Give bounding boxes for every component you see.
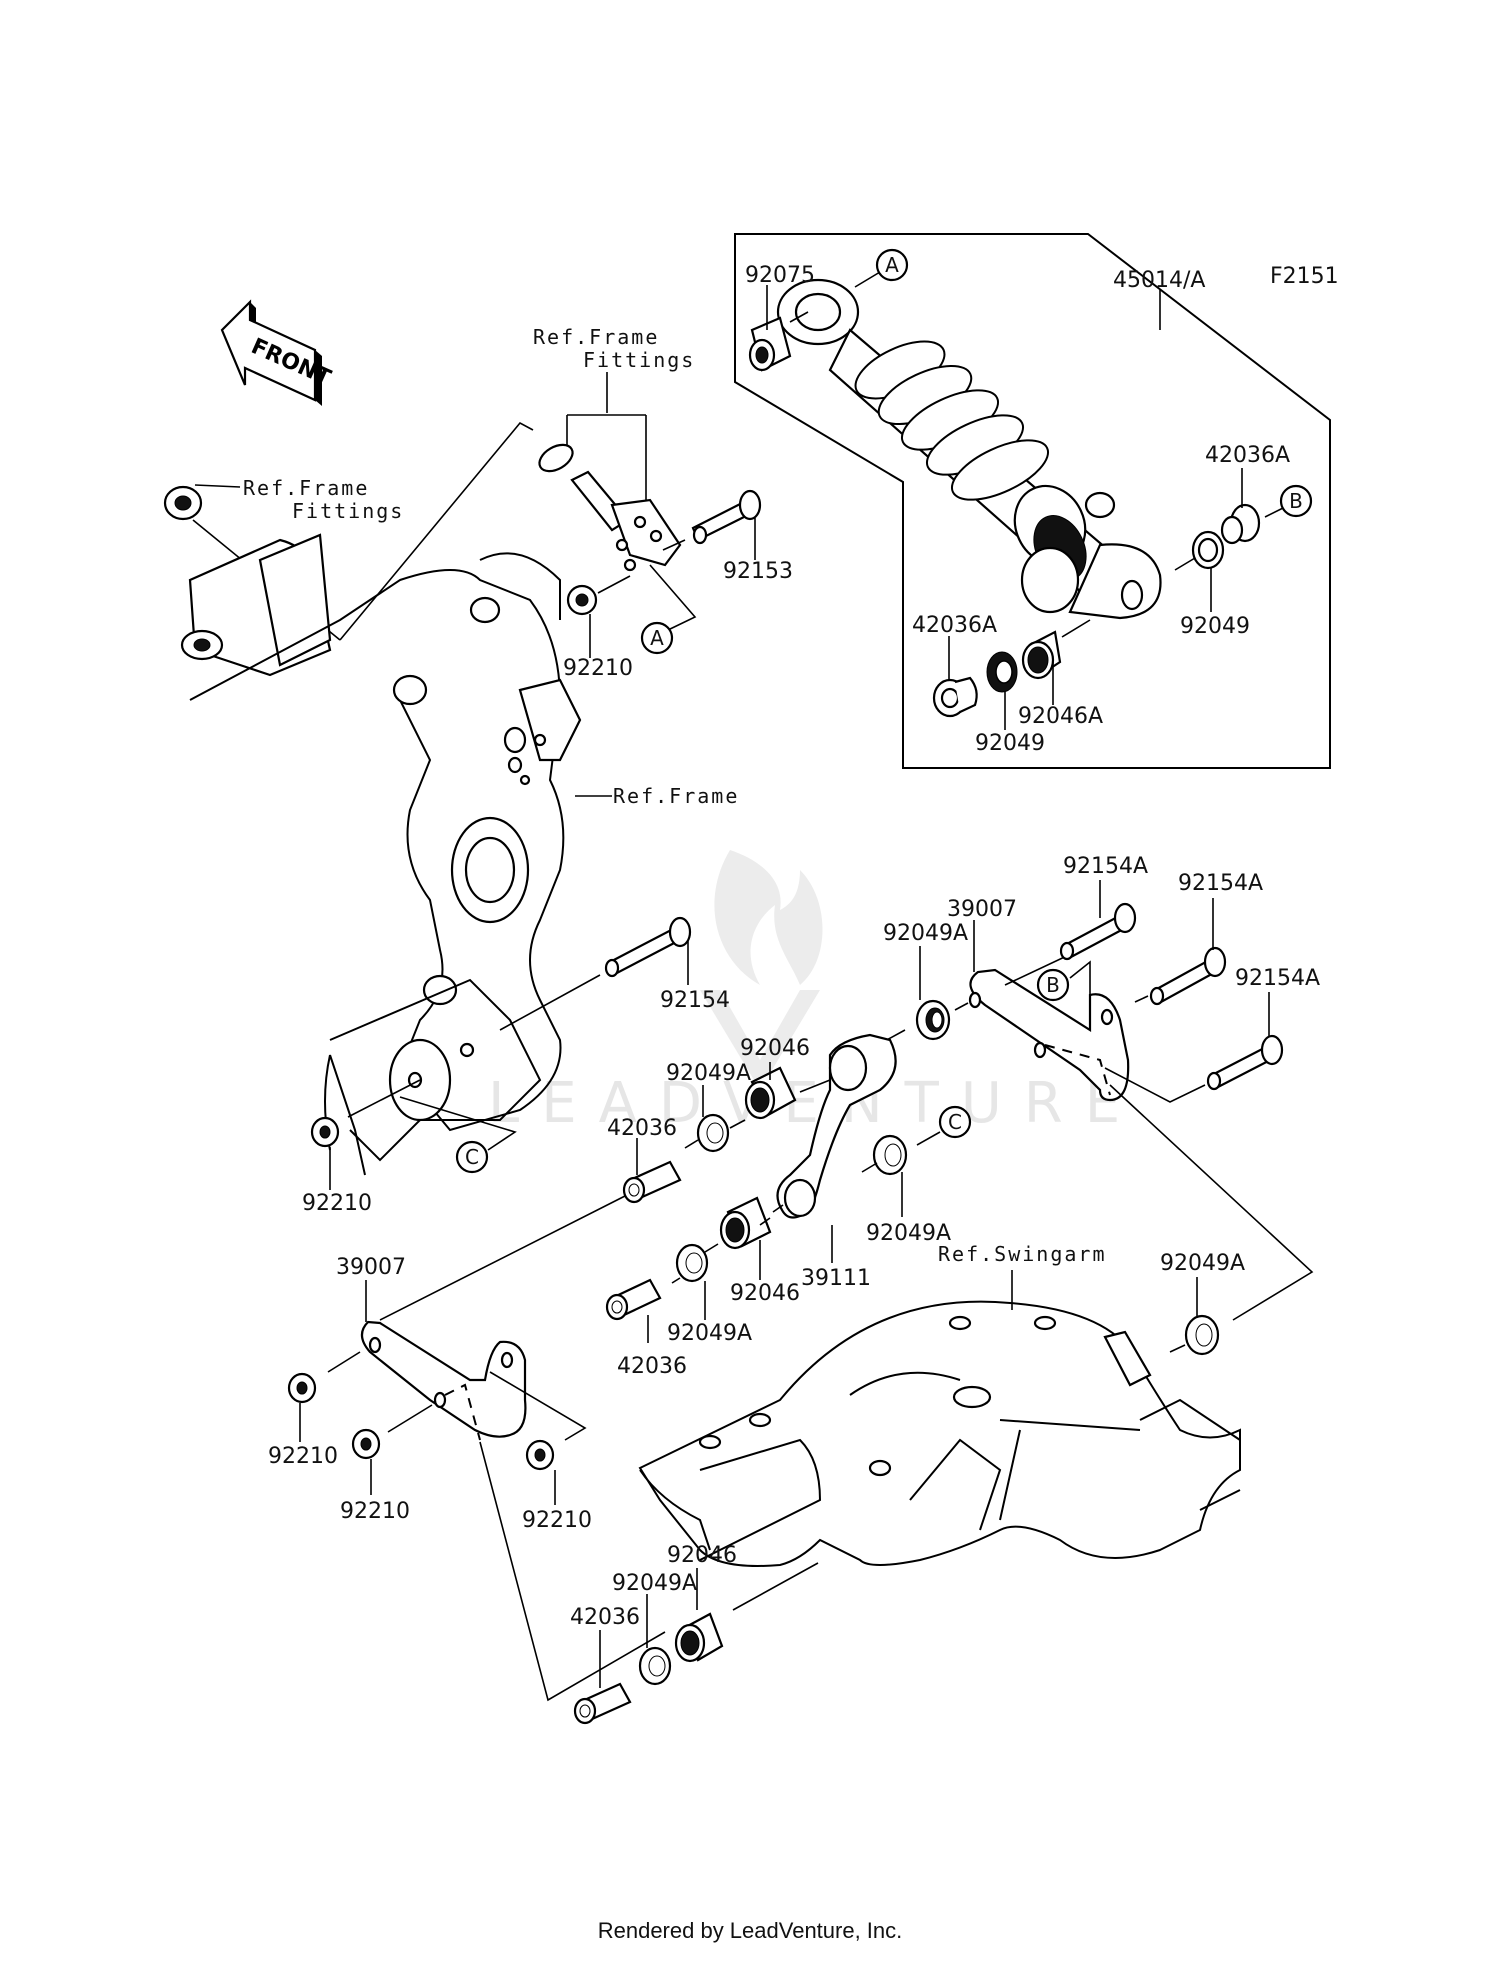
part-92210-nut-top[interactable] (566, 584, 598, 616)
part-label-42036A-left[interactable]: 42036A (912, 613, 997, 638)
part-label-92046-lower[interactable]: 92046 (730, 1281, 800, 1306)
part-label-39007-left[interactable]: 39007 (336, 1255, 406, 1280)
part-label-92049A-1[interactable]: 92049A (883, 921, 968, 946)
ref-frame-drawing (180, 533, 582, 1176)
part-92049-left[interactable] (986, 651, 1018, 693)
part-label-92049-right[interactable]: 92049 (1180, 614, 1250, 639)
shock-absorber[interactable] (776, 278, 1162, 620)
callout-a-shock (875, 248, 909, 282)
part-label-39111[interactable]: 39111 (801, 1266, 871, 1291)
figure-code: F2151 (1270, 264, 1339, 289)
watermark: LEADVENTURE (488, 850, 1142, 1136)
ref-swingarm-label: Ref.Swingarm (938, 1242, 1107, 1266)
part-label-92049A-4[interactable]: 92049A (667, 1321, 752, 1346)
part-label-92075[interactable]: 92075 (745, 263, 815, 288)
part-label-92046A[interactable]: 92046A (1018, 704, 1103, 729)
part-92210-nut-b[interactable] (351, 1428, 381, 1460)
part-92046A-bearing[interactable] (1021, 630, 1062, 680)
part-label-92153[interactable]: 92153 (723, 559, 793, 584)
part-label-92210-a[interactable]: 92210 (268, 1444, 338, 1469)
part-92210-nut-c[interactable] (525, 1439, 555, 1471)
part-92154A-bolt-1[interactable] (1059, 902, 1137, 961)
part-92153-bolt[interactable] (691, 489, 762, 545)
part-39111-rocker-arm[interactable] (776, 1033, 897, 1219)
watermark-text: LEADVENTURE (488, 1071, 1142, 1136)
part-92154A-bolt-2[interactable] (1149, 946, 1227, 1006)
ref-frame-fittings-label-1: Ref.Frame (533, 325, 659, 349)
part-label-92210-mid[interactable]: 92210 (302, 1191, 372, 1216)
part-label-92154A-2[interactable]: 92154A (1178, 871, 1263, 896)
part-label-42036A-right[interactable]: 42036A (1205, 443, 1290, 468)
part-label-92049-left[interactable]: 92049 (975, 731, 1045, 756)
part-label-92049A-bottom[interactable]: 92049A (612, 1571, 697, 1596)
part-39007-plate-right[interactable] (968, 968, 1130, 1102)
ref-swingarm-drawing (638, 1300, 1241, 1567)
part-92075-bushing[interactable] (748, 316, 792, 372)
ref-frame-fittings-label-1b: Fittings (583, 348, 695, 372)
part-92049A-seal-2[interactable] (696, 1113, 730, 1153)
part-42036-collar-upper[interactable] (622, 1160, 682, 1204)
part-label-92046-bottom[interactable]: 92046 (667, 1543, 737, 1568)
shock-inset-border (734, 233, 1331, 769)
footer-credit: Rendered by LeadVenture, Inc. (597, 1918, 903, 1943)
part-92154-bolt[interactable] (604, 916, 692, 978)
svg-text:C: C (465, 1145, 479, 1169)
svg-text:B: B (1046, 973, 1060, 997)
callout-c-frame (455, 1140, 489, 1174)
ref-frame-fittings-label-2b: Fittings (292, 499, 404, 523)
ref-frame-fittings-label-2: Ref.Frame (243, 476, 369, 500)
part-42036A-left[interactable] (932, 676, 978, 718)
part-92049A-seal-1[interactable] (915, 999, 951, 1041)
front-arrow-icon: FRONT (220, 299, 334, 406)
part-label-92154A-3[interactable]: 92154A (1235, 966, 1320, 991)
part-label-42036-mid[interactable]: 42036 (617, 1354, 687, 1379)
frame-fitting-nut[interactable] (163, 485, 203, 521)
part-92046-bearing-lower[interactable] (719, 1196, 772, 1250)
part-92049A-seal-3[interactable] (872, 1134, 908, 1176)
part-92049A-seal-4[interactable] (675, 1243, 709, 1283)
part-label-42036-upper[interactable]: 42036 (607, 1116, 677, 1141)
part-label-39007-right[interactable]: 39007 (947, 897, 1017, 922)
callout-c-rocker (938, 1105, 972, 1139)
part-92049A-seal-swingarm[interactable] (1184, 1314, 1220, 1356)
svg-text:B: B (1289, 489, 1303, 513)
part-label-92210-c[interactable]: 92210 (522, 1508, 592, 1533)
part-92046-bearing-bottom[interactable] (674, 1612, 724, 1663)
callout-b-plate (1036, 968, 1070, 1002)
part-92049A-seal-bottom[interactable] (638, 1646, 672, 1686)
part-92210-nut-a[interactable] (287, 1372, 317, 1404)
part-label-92210-b[interactable]: 92210 (340, 1499, 410, 1524)
part-label-92049A-swingarm[interactable]: 92049A (1160, 1251, 1245, 1276)
ref-frame-label: Ref.Frame (613, 784, 739, 808)
part-label-92154A-1[interactable]: 92154A (1063, 854, 1148, 879)
part-label-45014A[interactable]: 45014/A (1113, 268, 1205, 293)
svg-text:A: A (885, 253, 899, 277)
part-92154A-bolt-3[interactable] (1206, 1034, 1284, 1091)
callout-b-shock (1279, 484, 1313, 518)
svg-text:C: C (948, 1110, 962, 1134)
part-92046-bearing-upper[interactable] (744, 1066, 797, 1120)
part-label-92049A-2[interactable]: 92049A (666, 1061, 751, 1086)
svg-text:A: A (650, 626, 664, 650)
part-42036-collar-mid[interactable] (605, 1278, 662, 1321)
part-label-92154[interactable]: 92154 (660, 988, 730, 1013)
part-label-92049A-3[interactable]: 92049A (866, 1221, 951, 1246)
part-label-92046-upper[interactable]: 92046 (740, 1036, 810, 1061)
frame-fitting-bracket[interactable] (535, 439, 682, 572)
callout-a-frame (640, 621, 674, 655)
part-label-42036-bottom[interactable]: 42036 (570, 1605, 640, 1630)
part-39007-plate-left[interactable] (360, 1320, 527, 1441)
part-42036-collar-bottom[interactable] (573, 1682, 632, 1725)
part-92049-right[interactable] (1191, 530, 1225, 570)
part-42036A-right[interactable] (1220, 503, 1261, 545)
part-92210-nut-mid[interactable] (310, 1116, 340, 1148)
part-label-92210-top[interactable]: 92210 (563, 656, 633, 681)
